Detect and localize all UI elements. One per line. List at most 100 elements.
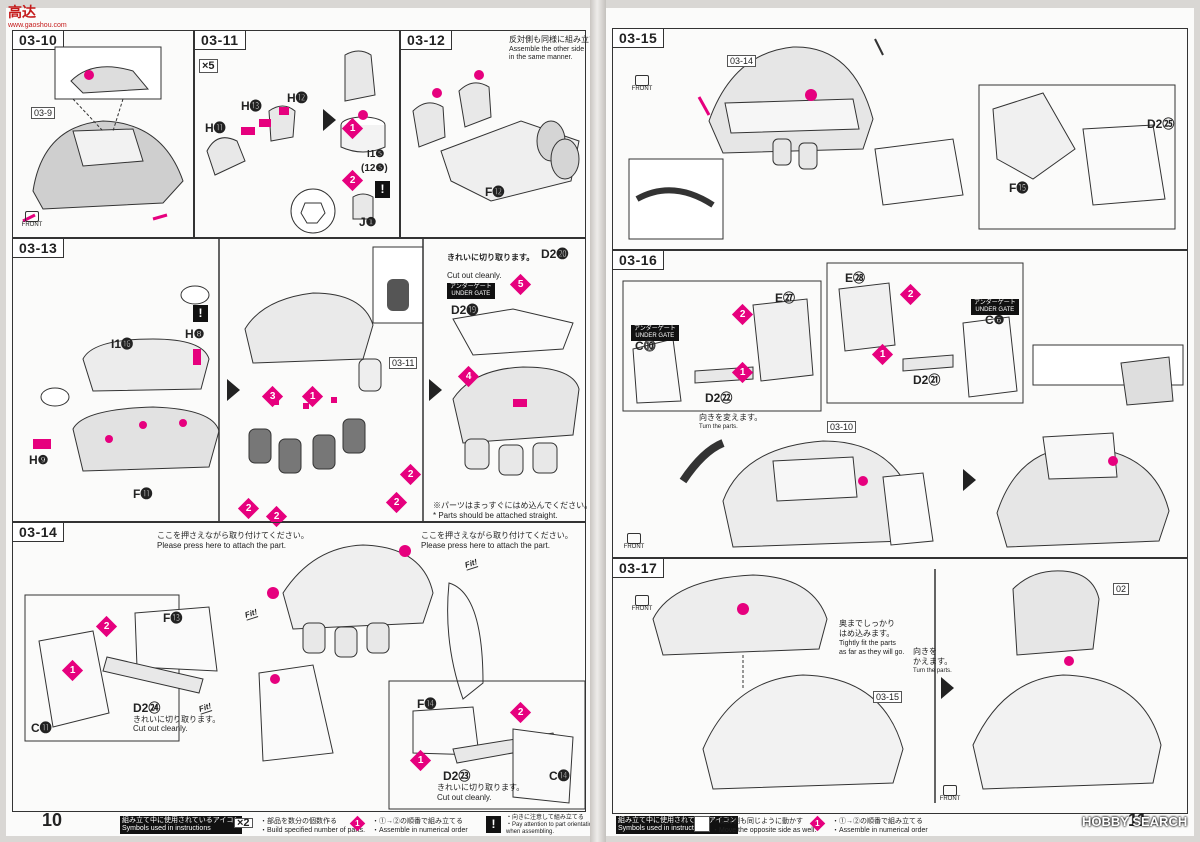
step-number: 03-11 <box>195 31 246 50</box>
step-03-13: 03-13 I1⓰ ! H❽ H❾ F⓫ 3 1 <box>12 238 592 528</box>
part-d225: D2㉕ <box>1147 117 1175 131</box>
part-i125: (12❺) <box>361 163 388 174</box>
note-en-2: in the same manner. <box>509 54 573 61</box>
front-icon <box>635 75 649 86</box>
part-c14: C⓮ <box>549 769 570 783</box>
attention-icon-h8: ! <box>193 305 208 322</box>
legend-order-en: ・Assemble in numerical order <box>832 827 928 834</box>
step-03-14: 03-14 ここを押さえながら取り付けてください。 Please press h… <box>12 522 586 812</box>
legend-order-en: ・Assemble in numerical order <box>372 827 468 834</box>
part-h11: H⓫ <box>205 121 226 135</box>
part-d223: D2㉓ <box>443 769 471 783</box>
part-f11: F⓫ <box>133 487 153 501</box>
front-label-2: FRONT <box>939 796 961 802</box>
step-number: 03-16 <box>613 251 665 270</box>
turn-en: Turn the parts. <box>699 424 738 430</box>
part-h8: H❽ <box>185 327 205 341</box>
legend-title-jp: 組み立て中に使用されているアイコン <box>618 817 737 824</box>
arrow-next <box>323 109 336 131</box>
part-c11: C⓫ <box>31 721 52 735</box>
arrow-next-2 <box>429 379 442 401</box>
step-03-10: 03-10 03-9 FRONT <box>12 30 194 238</box>
front-label: FRONT <box>631 86 653 92</box>
step-number: 03-15 <box>613 29 665 48</box>
step-number: 03-10 <box>13 31 65 50</box>
step-03-12: 03-12 反対側も同様に組み立てます。 Assemble the other … <box>400 30 620 238</box>
legend-attention-en-2: when assembling. <box>506 829 555 835</box>
book-spine <box>590 0 606 842</box>
front-label: FRONT <box>21 222 43 228</box>
legend-attention-jp: ・向きに注意して組み立てる <box>506 815 584 821</box>
part-f15: F⓯ <box>1009 181 1029 195</box>
gate-en: UNDER GATE <box>635 333 675 339</box>
part-i116: I1⓰ <box>111 337 134 351</box>
arrow-next <box>227 379 240 401</box>
front-indicator-2: FRONT <box>939 785 961 802</box>
legend-attention-icon: ! <box>486 816 501 833</box>
legend-x2-icon: ×2 <box>234 818 253 829</box>
gate-jp-2: アンダーゲート <box>974 300 1016 306</box>
legend-x2-jp: ・部品を数分の個数作る <box>260 818 337 825</box>
tight-jp-1: 奥までしっかり <box>839 619 895 628</box>
part-c6: C❻ <box>985 313 1005 327</box>
turn-jp: 向きを変えます。 <box>699 413 763 422</box>
arrow-next <box>963 469 976 491</box>
part-j1: J❶ <box>359 215 377 229</box>
part-d219: D2⓳ <box>451 303 479 317</box>
part-d224: D2㉔ <box>133 701 161 715</box>
cut-en-1: Cut out cleanly. <box>133 724 188 733</box>
legend-order-jp: ・①→②の順番で組み立てる <box>832 818 923 825</box>
watermark-logo-text: 高达 <box>8 4 36 20</box>
press-jp-2: ここを押さえながら取り付けてください。 <box>421 531 573 540</box>
tight-en-2: as far as they will go. <box>839 649 905 656</box>
legend-title-jp: 組み立て中に使用されているアイコン <box>122 817 241 824</box>
watermark-site: www.gaoshou.com <box>8 22 67 29</box>
cut-jp-2: きれいに切り取ります。 <box>437 783 525 792</box>
tight-en-1: Tightly fit the parts <box>839 640 896 647</box>
ref-03-10: 03-10 <box>827 421 857 433</box>
watermark-hobby-search: HOBBY SEARCH <box>1082 814 1188 829</box>
part-f13: F⓭ <box>163 611 183 625</box>
front-indicator: FRONT <box>631 595 653 612</box>
part-h12: H⓬ <box>287 91 308 105</box>
armor-plates-illustration <box>622 262 1184 548</box>
tight-jp-2: はめ込みます。 <box>839 629 895 638</box>
front-indicator: FRONT <box>623 533 645 550</box>
front-icon <box>635 595 649 606</box>
cut-en: Cut out cleanly. <box>447 271 502 280</box>
step-03-15: 03-15 FRONT 03-14 D2㉕ F⓯ <box>612 28 1188 250</box>
ref-03-9: 03-9 <box>31 107 56 119</box>
ref-03-15: 03-15 <box>873 691 903 703</box>
step-number: 03-14 <box>13 523 65 542</box>
thruster-bracket-illustration <box>412 70 580 202</box>
page-number: 10 <box>42 810 63 830</box>
base-plate-illustration <box>33 239 580 521</box>
cut-jp-1: きれいに切り取ります。 <box>133 715 221 724</box>
straight-en: * Parts should be attached straight. <box>433 511 558 520</box>
front-indicator: FRONT <box>21 211 43 228</box>
part-d221: D2㉑ <box>913 373 941 387</box>
watermark-logo: 高达 www.gaoshou.com <box>8 2 67 29</box>
ref-03-14: 03-14 <box>727 55 757 67</box>
front-label: FRONT <box>623 544 645 550</box>
turn-jp-1: 向きを <box>913 647 937 656</box>
part-e27: E㉗ <box>775 291 796 305</box>
part-e28: E㉘ <box>845 271 866 285</box>
press-jp-1: ここを押さえながら取り付けてください。 <box>157 531 309 540</box>
turn-jp-2: かえます。 <box>913 657 953 666</box>
right-page: 03-15 FRONT 03-14 D2㉕ F⓯ 03-16 <box>606 8 1194 836</box>
note-en-1: Assemble the other side <box>509 46 585 53</box>
legend-attention-en-1: ・Pay attention to part orientation <box>506 822 596 828</box>
legend-order-jp: ・①→②の順番で組み立てる <box>372 818 463 825</box>
part-c10: C⓾ <box>635 339 656 353</box>
part-f14: F⓮ <box>417 697 437 711</box>
press-en-2: Please press here to attach the part. <box>421 541 550 550</box>
part-h9: H❾ <box>29 453 49 467</box>
front-icon <box>25 211 39 222</box>
press-en-1: Please press here to attach the part. <box>157 541 286 550</box>
